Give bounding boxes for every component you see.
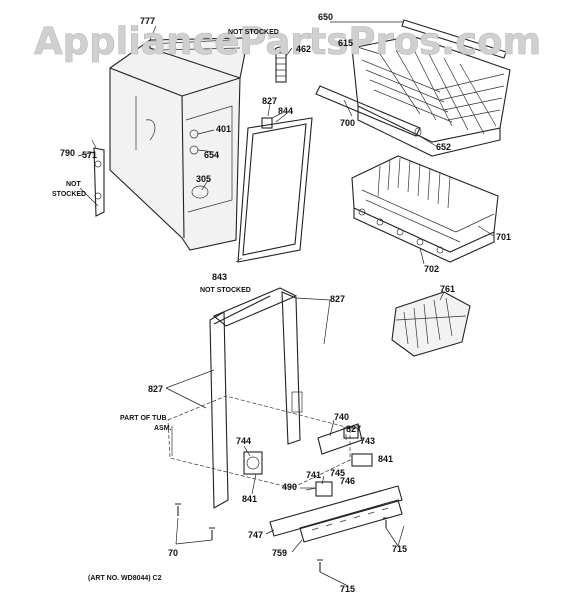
callout-652[interactable]: 652 — [436, 142, 451, 152]
door-gasket[interactable] — [237, 117, 313, 263]
note-not-stocked-left-line2: STOCKED — [52, 191, 86, 198]
callout-827-right[interactable]: 827 — [330, 294, 345, 304]
callout-777[interactable]: 777 — [140, 16, 155, 26]
note-not-stocked-left-line1: NOT — [66, 181, 82, 188]
callout-761[interactable]: 761 — [440, 284, 455, 294]
tub-base-outline[interactable] — [167, 395, 351, 489]
tub-frame-right[interactable] — [281, 291, 303, 445]
callout-715-right[interactable]: 715 — [392, 544, 407, 554]
callout-401[interactable]: 401 — [216, 124, 231, 134]
note-part-of-tub-line2: ASM. — [154, 425, 172, 432]
callout-843[interactable]: 843 — [212, 272, 227, 282]
tub-frame-top[interactable] — [212, 287, 298, 327]
callout-790[interactable]: 790 — [60, 148, 75, 158]
door-latch-part[interactable] — [91, 139, 105, 217]
screw-70b[interactable] — [209, 527, 215, 540]
note-not-stocked-top: NOT STOCKED — [228, 29, 279, 36]
callout-841-right[interactable]: 841 — [378, 454, 393, 464]
bracket-part[interactable] — [317, 423, 363, 455]
callout-740[interactable]: 740 — [334, 412, 349, 422]
screw-715b[interactable] — [383, 517, 389, 528]
spring-part[interactable] — [274, 46, 288, 83]
art-number: (ART NO. WD8044) C2 — [88, 575, 162, 582]
callout-490[interactable]: 490 — [282, 482, 297, 492]
callout-305[interactable]: 305 — [196, 174, 211, 184]
callout-741[interactable]: 741 — [306, 470, 321, 480]
note-part-of-tub-line1: PART OF TUB — [120, 415, 167, 422]
callout-827-left[interactable]: 827 — [148, 384, 163, 394]
rack-rail-top[interactable] — [401, 19, 507, 59]
screw-715a[interactable] — [317, 559, 323, 572]
tub-frame-left[interactable] — [209, 295, 271, 509]
clip-part[interactable] — [261, 113, 281, 129]
callout-743[interactable]: 743 — [360, 436, 375, 446]
callout-844[interactable]: 844 — [278, 106, 293, 116]
silverware-basket[interactable] — [391, 291, 471, 357]
callout-654[interactable]: 654 — [204, 150, 219, 160]
leader-lines — [77, 21, 495, 587]
callout-701[interactable]: 701 — [496, 232, 511, 242]
callout-615[interactable]: 615 — [338, 38, 353, 48]
fill-valve[interactable] — [243, 451, 263, 475]
callout-462[interactable]: 462 — [296, 44, 311, 54]
callout-827-top[interactable]: 827 — [262, 96, 277, 106]
callout-700[interactable]: 700 — [340, 118, 355, 128]
callout-702[interactable]: 702 — [424, 264, 439, 274]
upper-rack[interactable] — [351, 35, 511, 157]
callout-650[interactable]: 650 — [318, 12, 333, 22]
callout-745[interactable]: 745 — [330, 468, 345, 478]
callout-744[interactable]: 744 — [236, 436, 251, 446]
callout-746[interactable]: 746 — [340, 476, 355, 486]
wire-connector[interactable] — [351, 453, 373, 467]
callout-841-left[interactable]: 841 — [242, 494, 257, 504]
toe-kick-panel[interactable] — [269, 485, 403, 543]
callout-747[interactable]: 747 — [248, 530, 263, 540]
float-switch[interactable] — [305, 481, 333, 497]
tub-assembly[interactable] — [109, 37, 249, 251]
lower-rack[interactable] — [351, 155, 499, 263]
callout-70[interactable]: 70 — [168, 548, 178, 558]
note-not-stocked-mid: NOT STOCKED — [200, 287, 251, 294]
rack-rail-front[interactable] — [315, 85, 422, 137]
watermark-text: AppliancePartsPros.com — [34, 20, 541, 63]
screw-70a[interactable] — [175, 503, 181, 516]
callout-759[interactable]: 759 — [272, 548, 287, 558]
callout-571[interactable]: 571 — [82, 150, 97, 160]
callout-715-bottom[interactable]: 715 — [340, 584, 355, 594]
callout-827-lower[interactable]: 827 — [346, 424, 361, 434]
